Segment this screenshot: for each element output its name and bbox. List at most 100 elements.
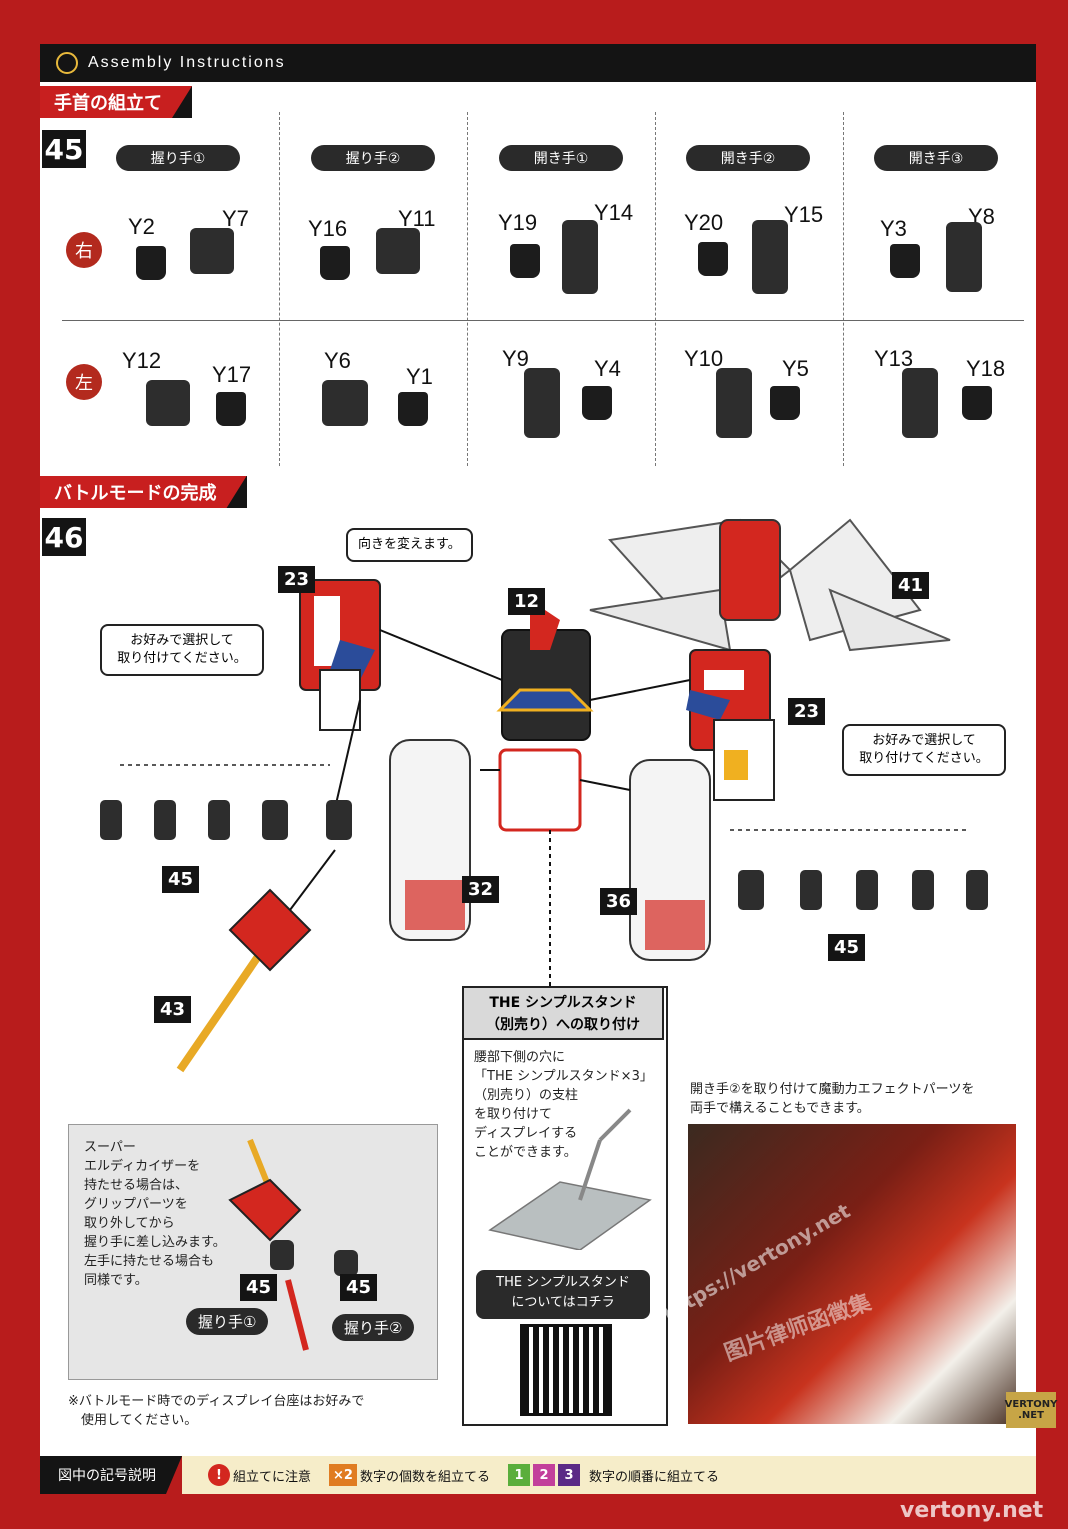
grip2-label: 握り手② — [332, 1314, 415, 1341]
count-icon: ×2 — [329, 1464, 358, 1486]
hand-part — [902, 368, 938, 438]
hand-part — [146, 380, 190, 426]
hand-part — [524, 368, 560, 438]
sword-grip-note: スーパー エルディカイザーを 持たせる場合は、 グリップパーツを 取り外してから… — [84, 1140, 226, 1288]
part-code: Y4 — [594, 356, 621, 381]
watermark-badge: VERTONY .NET — [1005, 1392, 1057, 1428]
header-title: Assembly Instructions — [88, 54, 286, 71]
wrist-cap-part — [770, 386, 800, 420]
wrist-cap-part — [962, 386, 992, 420]
part-code: Y6 — [324, 348, 351, 373]
caution-icon: ! — [208, 1464, 230, 1486]
legend-caution: 組立てに注意 — [233, 1469, 312, 1485]
part-code: Y3 — [880, 216, 907, 241]
column-divider — [467, 112, 468, 466]
stand-title: THE シンプルスタンド （別売り）への取り付け — [462, 986, 664, 1040]
hand-part — [716, 368, 752, 438]
section-banner-battle-mode: バトルモードの完成 — [40, 476, 247, 508]
legend-bar: 図中の記号説明 ! 組立てに注意 ×2 数字の個数を組立てる 1 2 3 数字の… — [40, 1456, 1036, 1494]
left-hand-marker: 左 — [66, 364, 102, 400]
battle-mode-illustration — [100, 518, 988, 1073]
stand-text: 腰部下側の穴に 「THE シンプルスタンド×3」 （別売り）の支柱 を取り付けて… — [474, 1050, 653, 1160]
watermark-site: vertony.net — [900, 1498, 1044, 1523]
hand-type-label: 開き手① — [499, 145, 623, 171]
order-3-icon: 3 — [558, 1464, 581, 1486]
part-code: Y19 — [498, 210, 538, 235]
hand-part — [322, 380, 368, 426]
part-code: Y12 — [122, 348, 162, 373]
grip1-label: 握り手① — [186, 1308, 269, 1335]
header-bar: Assembly Instructions — [40, 44, 1036, 82]
wrist-cap-part — [136, 246, 166, 280]
part-number-tag: 45 — [162, 866, 200, 893]
product-photo — [688, 1124, 1016, 1424]
part-code: Y17 — [212, 362, 252, 387]
part-number-tag: 23 — [278, 566, 316, 593]
wrist-cap-part — [698, 242, 728, 276]
stand-illustration — [488, 1108, 652, 1250]
legend-order: 数字の順番に組立てる — [589, 1469, 720, 1485]
hand-type-label: 開き手③ — [874, 145, 998, 171]
part-code: Y16 — [308, 216, 348, 241]
part-code: Y13 — [874, 346, 914, 371]
callout-choose-right: お好みで選択して 取り付けてください。 — [842, 724, 1006, 776]
wrist-cap-part — [398, 392, 428, 426]
part-code: Y18 — [966, 356, 1006, 381]
part-number-tag: 23 — [788, 698, 826, 725]
wrist-cap-part — [582, 386, 612, 420]
hexagram-logo-icon — [56, 52, 78, 74]
section-title: バトルモードの完成 — [54, 483, 217, 504]
hand-part — [190, 228, 234, 274]
column-divider — [279, 112, 280, 466]
grip2-number: 45 — [340, 1274, 378, 1301]
section-banner-wrist: 手首の組立て — [40, 86, 192, 118]
hand-type-label: 開き手② — [686, 145, 810, 171]
wrist-cap-part — [890, 244, 920, 278]
qr-code-icon[interactable] — [520, 1324, 612, 1416]
hand-type-label: 握り手② — [311, 145, 435, 171]
step-number: 46 — [42, 518, 86, 556]
order-2-icon: 2 — [533, 1464, 556, 1486]
legend-count: 数字の個数を組立てる — [360, 1469, 491, 1485]
grip1-number: 45 — [240, 1274, 278, 1301]
right-hand-marker: 右 — [66, 232, 102, 268]
hand-part — [752, 220, 788, 294]
row-divider — [62, 320, 1024, 321]
part-code: Y7 — [222, 206, 249, 231]
hand-type-label: 握り手① — [116, 145, 240, 171]
part-code: Y20 — [684, 210, 724, 235]
step-number: 45 — [42, 130, 86, 168]
stand-link-button[interactable]: THE シンプルスタンド についてはコチラ — [476, 1270, 650, 1319]
callout-turn: 向きを変えます。 — [346, 528, 473, 562]
column-divider — [655, 112, 656, 466]
legend-title: 図中の記号説明 — [40, 1456, 182, 1494]
wrist-cap-part — [216, 392, 246, 426]
column-divider — [843, 112, 844, 466]
hand-part — [376, 228, 420, 274]
part-number-tag: 41 — [892, 572, 930, 599]
section-title: 手首の組立て — [54, 93, 162, 114]
wrist-cap-part — [510, 244, 540, 278]
part-number-tag: 32 — [462, 876, 500, 903]
part-code: Y15 — [784, 202, 824, 227]
hand-part — [562, 220, 598, 294]
wrist-cap-part — [320, 246, 350, 280]
legend-row: ! 組立てに注意 ×2 数字の個数を組立てる 1 2 3 数字の順番に組立てる — [182, 1456, 1036, 1494]
part-number-tag: 36 — [600, 888, 638, 915]
part-code: Y9 — [502, 346, 529, 371]
part-code: Y11 — [398, 206, 436, 231]
part-number-tag: 12 — [508, 588, 546, 615]
sword-grip-illustration — [228, 1138, 358, 1351]
order-1-icon: 1 — [508, 1464, 531, 1486]
part-code: Y10 — [684, 346, 724, 371]
hand-part — [946, 222, 982, 292]
part-number-tag: 43 — [154, 996, 192, 1023]
part-code: Y1 — [406, 364, 433, 389]
callout-choose-left: お好みで選択して 取り付けてください。 — [100, 624, 264, 676]
part-code: Y5 — [782, 356, 809, 381]
part-code: Y2 — [128, 214, 155, 239]
part-number-tag: 45 — [828, 934, 866, 961]
photo-note: 開き手②を取り付けて魔動力エフェクトパーツを 両手で構えることもできます。 — [690, 1082, 975, 1116]
display-note: ※バトルモード時でのディスプレイ台座はお好みで 使用してください。 — [68, 1394, 365, 1428]
part-code: Y14 — [594, 200, 634, 225]
